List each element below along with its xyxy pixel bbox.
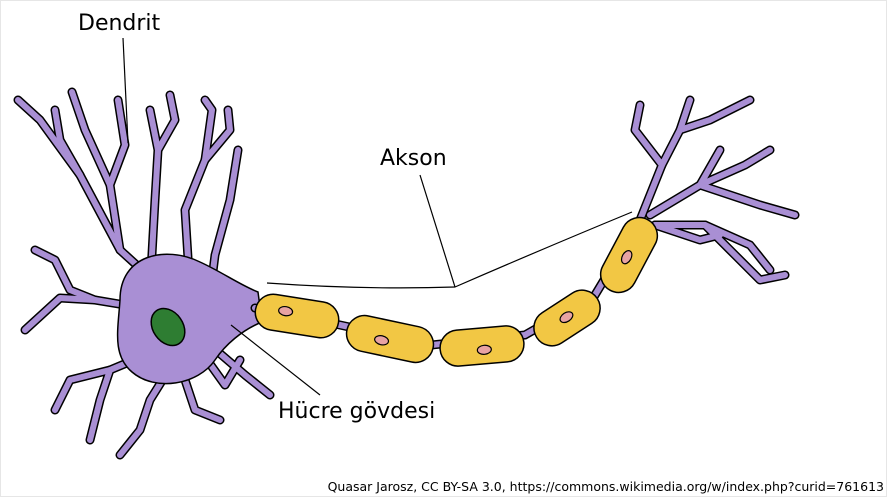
myelin-segment-3 (439, 324, 526, 367)
dendrite-label: Dendrit (78, 11, 161, 36)
cell-body-label: Hücre gövdesi (278, 399, 435, 424)
image-credit: Quasar Jarosz, CC BY-SA 3.0, https://com… (328, 479, 884, 494)
axon-label: Akson (380, 146, 447, 171)
